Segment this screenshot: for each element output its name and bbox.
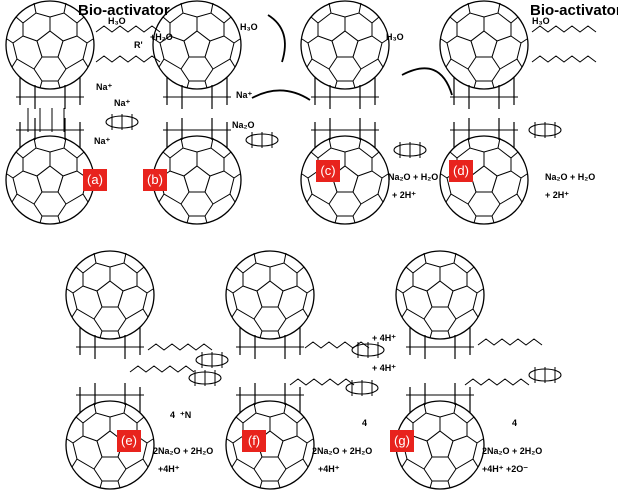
na-plus-3: Na⁺ xyxy=(94,136,111,146)
h3o-a: H₃O xyxy=(108,16,126,26)
g-protons: +4H⁺ +2O⁻ xyxy=(482,464,529,474)
e-products: 2Na₂O + 2H₂O xyxy=(153,446,214,456)
n-plus-e: ⁺N xyxy=(180,410,192,420)
h3o-b: H₃O xyxy=(240,22,258,32)
panel-c xyxy=(301,1,453,224)
f-protons: +4H⁺ xyxy=(318,464,340,474)
na-plus-1: Na⁺ xyxy=(96,82,113,92)
bio-activator-label-right: Bio-activator xyxy=(530,2,618,19)
rprime-a: R' xyxy=(134,40,143,50)
f-protons-upper: + 4H⁺ xyxy=(372,333,397,343)
bio-activator-label-left: Bio-activator xyxy=(78,2,170,19)
tag-f: (f) xyxy=(242,430,266,452)
c-protons: + 2H⁺ xyxy=(392,190,417,200)
d-protons: + 2H⁺ xyxy=(545,190,570,200)
tag-d: (d) xyxy=(449,160,473,182)
na-plus-b: Na⁺ xyxy=(236,90,253,100)
panel-b xyxy=(153,1,311,224)
d-products: Na₂O + H₂O xyxy=(545,172,596,182)
tag-b: (b) xyxy=(143,169,167,191)
h2o-label: +H₂O xyxy=(150,32,173,42)
four-e: 4 xyxy=(170,410,176,420)
tag-a: (a) xyxy=(83,169,107,191)
g-products: 2Na₂O + 2H₂O xyxy=(482,446,543,456)
tag-c: (c) xyxy=(316,160,340,182)
f-products: 2Na₂O + 2H₂O xyxy=(312,446,373,456)
f-protons-mid: + 4H⁺ xyxy=(372,363,397,373)
h3o-c: H₃O xyxy=(386,32,404,42)
panel-a xyxy=(6,1,161,224)
c-products: Na₂O + H₂O xyxy=(388,172,439,182)
tag-g: (g) xyxy=(390,430,414,452)
h3o-d: H₃O xyxy=(532,16,550,26)
na2o-b: Na₂O xyxy=(232,120,255,130)
tag-e: (e) xyxy=(117,430,141,452)
na-plus-2: Na⁺ xyxy=(114,98,131,108)
four-g: 4 xyxy=(512,418,518,428)
panel-d xyxy=(440,1,597,224)
four-f: 4 xyxy=(362,418,368,428)
e-protons: +4H⁺ xyxy=(158,464,180,474)
